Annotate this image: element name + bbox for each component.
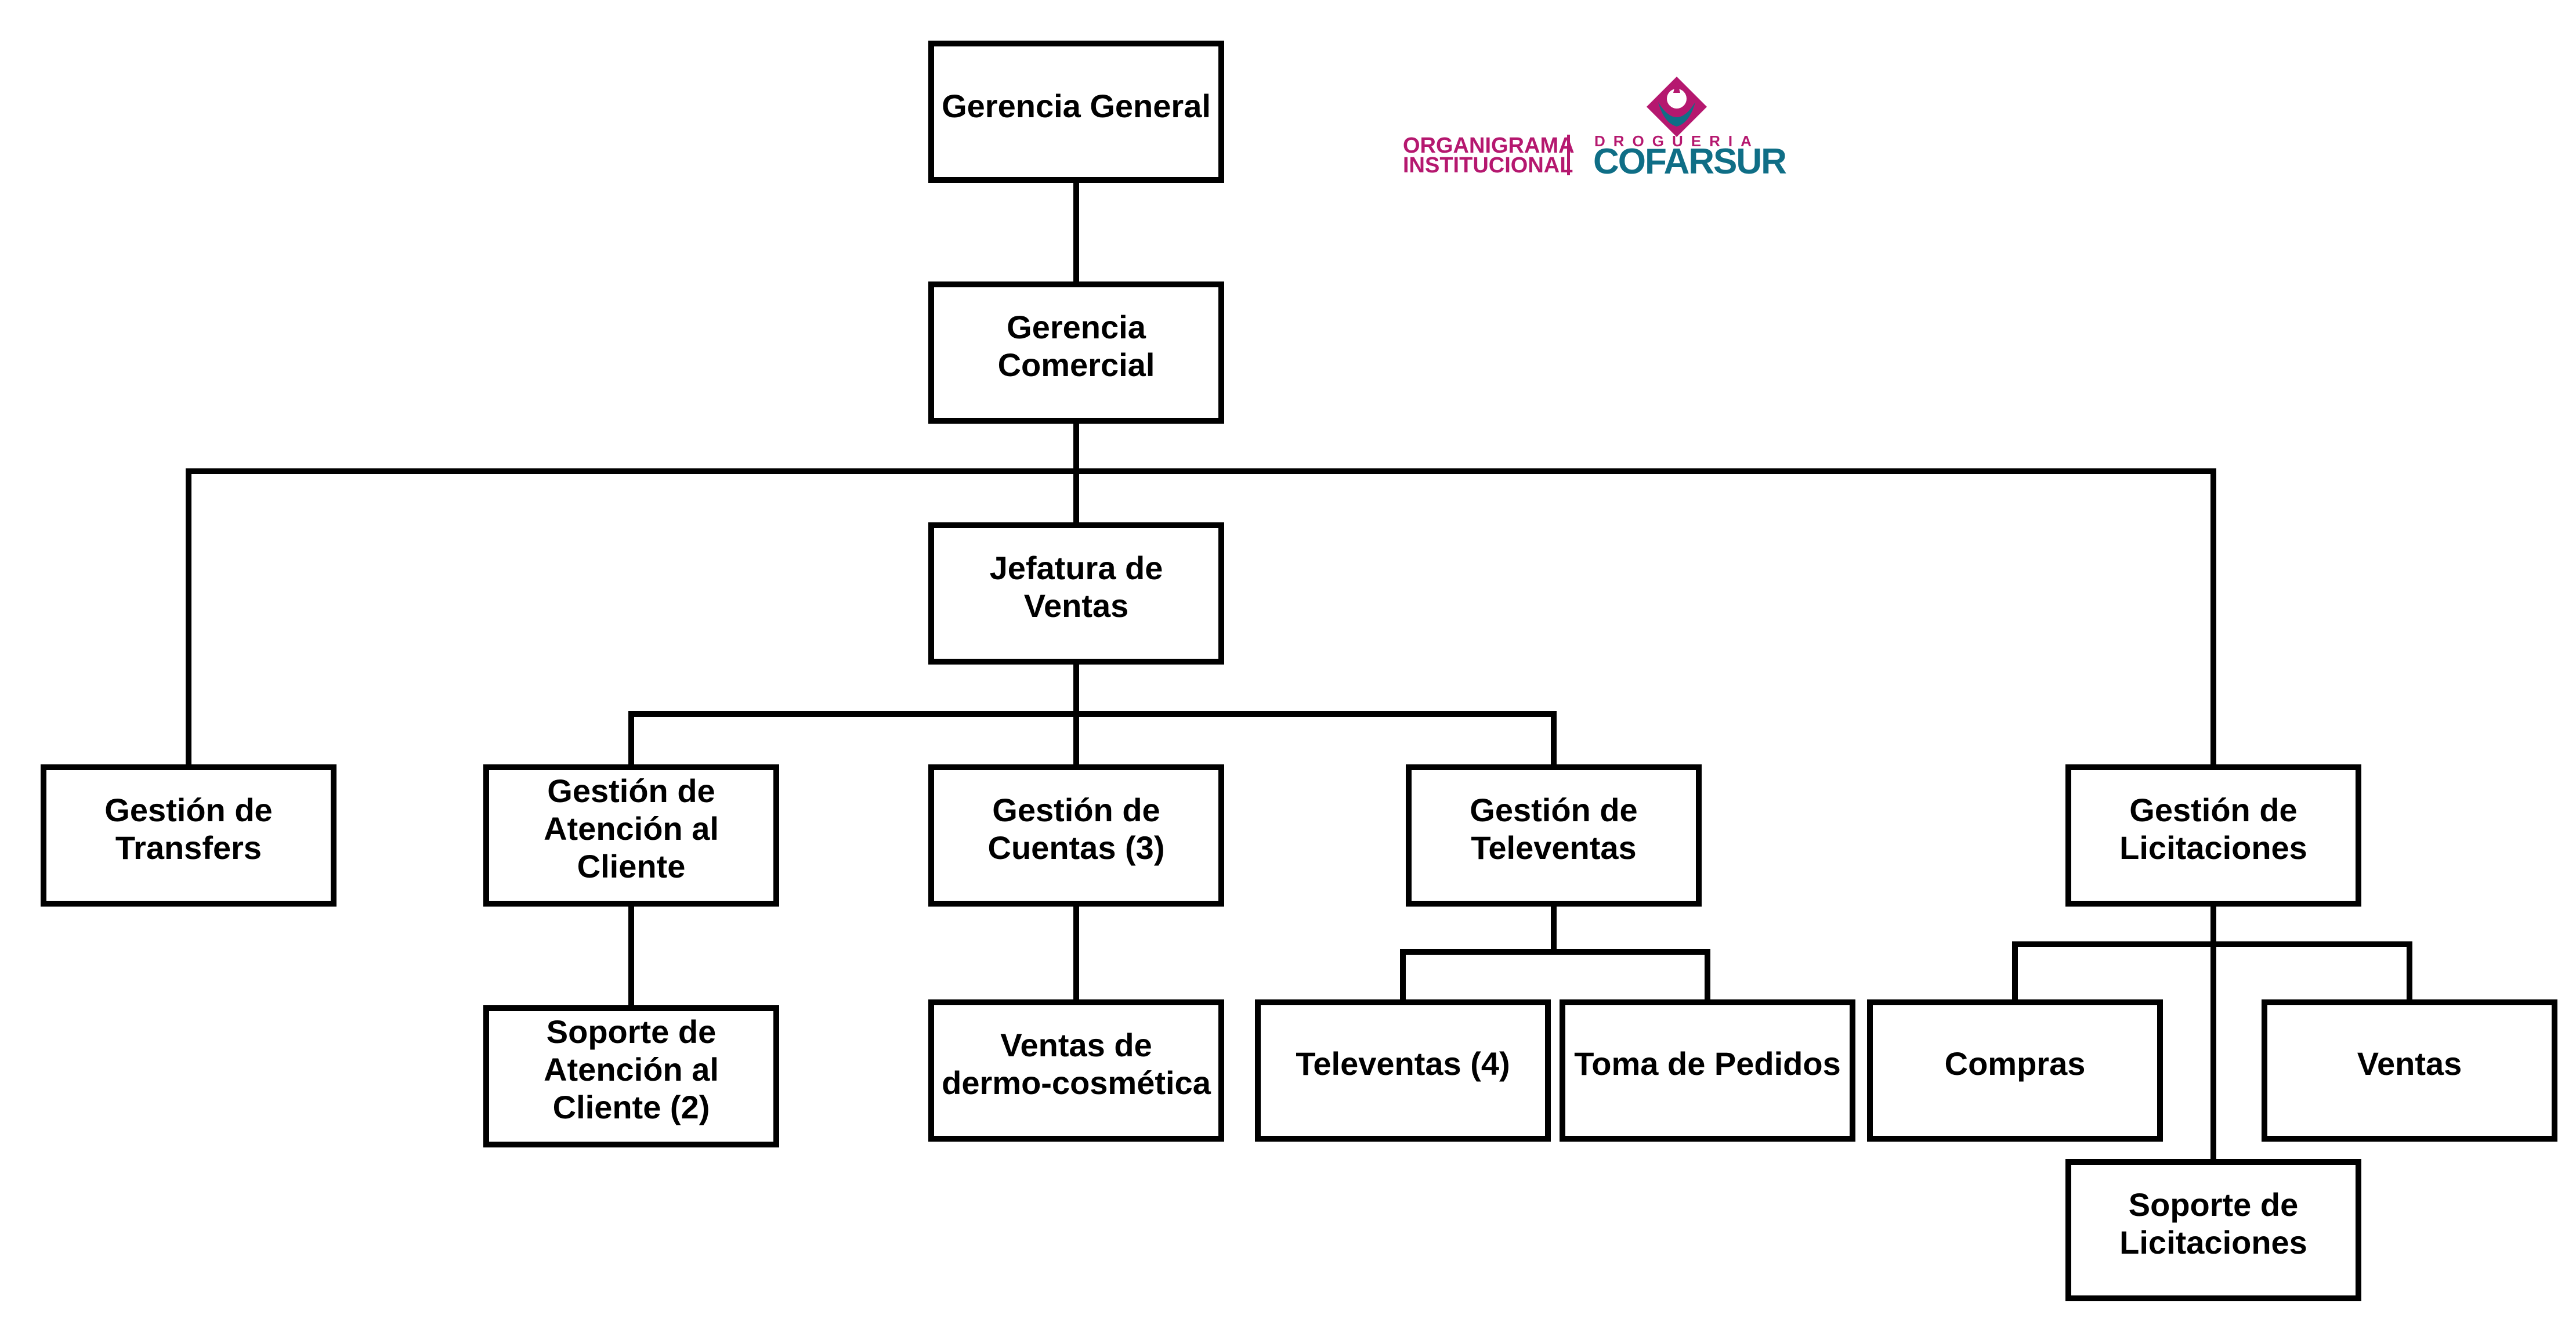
connector-televentas-children: [1400, 901, 1710, 1004]
node-label: Ventas: [2357, 1045, 2462, 1082]
connector-atencion: [628, 711, 1079, 769]
connector-televentas: [1073, 711, 1557, 769]
connector-licitaciones: [1073, 468, 2216, 769]
node-toma-de-pedidos: Toma de Pedidos: [1560, 999, 1855, 1142]
connector-transfers: [186, 468, 1079, 769]
connectors: [186, 174, 2412, 1164]
node-label: Compras: [1945, 1045, 2086, 1082]
node-label: Toma de Pedidos: [1574, 1045, 1840, 1082]
node-gerencia-general: Gerencia General: [928, 41, 1224, 183]
node-label: Gerencia General: [942, 88, 1211, 124]
droguería-emblem-icon: [1647, 77, 1707, 137]
logo-title-line2: INSTITUCIONAL: [1403, 153, 1573, 178]
logo-title-line1: ORGANIGRAMA: [1403, 133, 1575, 158]
logo-divider: [1567, 135, 1570, 175]
logo-subtitle: DROGUERIA: [1594, 132, 1760, 150]
node-label: Televentas (4): [1296, 1045, 1510, 1082]
cofarsur-logo: ORGANIGRAMA INSTITUCIONAL DROGUERIA COFA…: [1403, 77, 1788, 182]
node-compras: Compras: [1867, 999, 2163, 1142]
connector-licitaciones-children: [2012, 901, 2412, 1164]
node-televentas: Televentas (4): [1255, 999, 1551, 1142]
node-ventas: Ventas: [2262, 999, 2557, 1142]
logo-brand: COFARSUR: [1593, 142, 1786, 182]
